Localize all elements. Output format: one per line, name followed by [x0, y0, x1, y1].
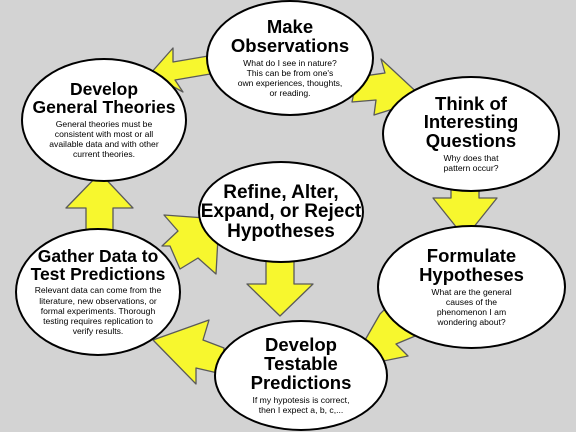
node-description: If my hypotesis is correct, then I expec…: [252, 394, 350, 415]
node-description: What do I see in nature? This can be fro…: [237, 57, 343, 98]
node-make-observations: Make Observations What do I see in natur…: [206, 0, 374, 116]
node-title: Make Observations: [230, 15, 350, 56]
node-title: Formulate Hypotheses: [419, 244, 524, 285]
arrow-gather-to-theories: [65, 172, 134, 237]
node-title: Refine, Alter, Expand, or Reject Hypothe…: [200, 181, 362, 242]
arrow-refine-to-predictions: [246, 257, 314, 317]
node-gather-data: Gather Data to Test Predictions Relevant…: [15, 228, 181, 356]
node-title: Gather Data to Test Predictions: [30, 245, 166, 284]
node-develop-general-theories: Develop General Theories General theorie…: [21, 58, 187, 182]
node-description: General theories must be consistent with…: [49, 118, 159, 159]
node-description: Why does that pattern occur?: [443, 153, 499, 174]
node-refine-hypotheses: Refine, Alter, Expand, or Reject Hypothe…: [198, 161, 364, 263]
node-title: Develop General Theories: [32, 78, 176, 117]
node-think-of-interesting-questions: Think of Interesting Questions Why does …: [382, 76, 560, 192]
node-formulate-hypotheses: Formulate Hypotheses What are the genera…: [377, 225, 566, 349]
node-description: Relevant data can come from the literatu…: [34, 285, 162, 337]
node-title: Develop Testable Predictions: [250, 334, 352, 393]
node-description: What are the general causes of the pheno…: [431, 286, 512, 327]
node-title: Think of Interesting Questions: [423, 92, 519, 152]
node-develop-testable-predictions: Develop Testable Predictions If my hypot…: [214, 320, 388, 431]
